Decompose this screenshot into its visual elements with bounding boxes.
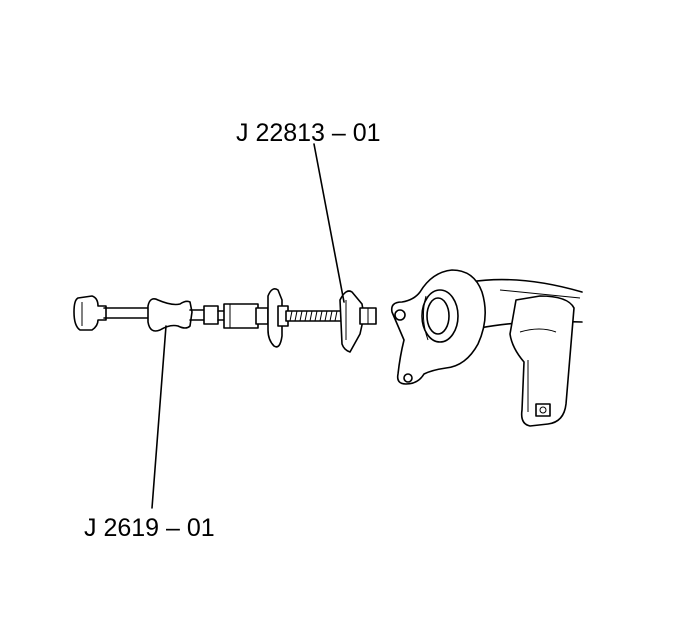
leader-line-slide-hammer (151, 325, 167, 509)
callout-puller-label: J 22813 – 01 (236, 119, 381, 147)
leader-line-puller (313, 143, 345, 303)
screw-threads (289, 310, 338, 322)
slide-hammer-tool (73, 295, 269, 332)
axle-housing (390, 269, 583, 427)
puller-tool (267, 288, 377, 353)
callout-slide-hammer-label: J 2619 – 01 (84, 514, 215, 542)
